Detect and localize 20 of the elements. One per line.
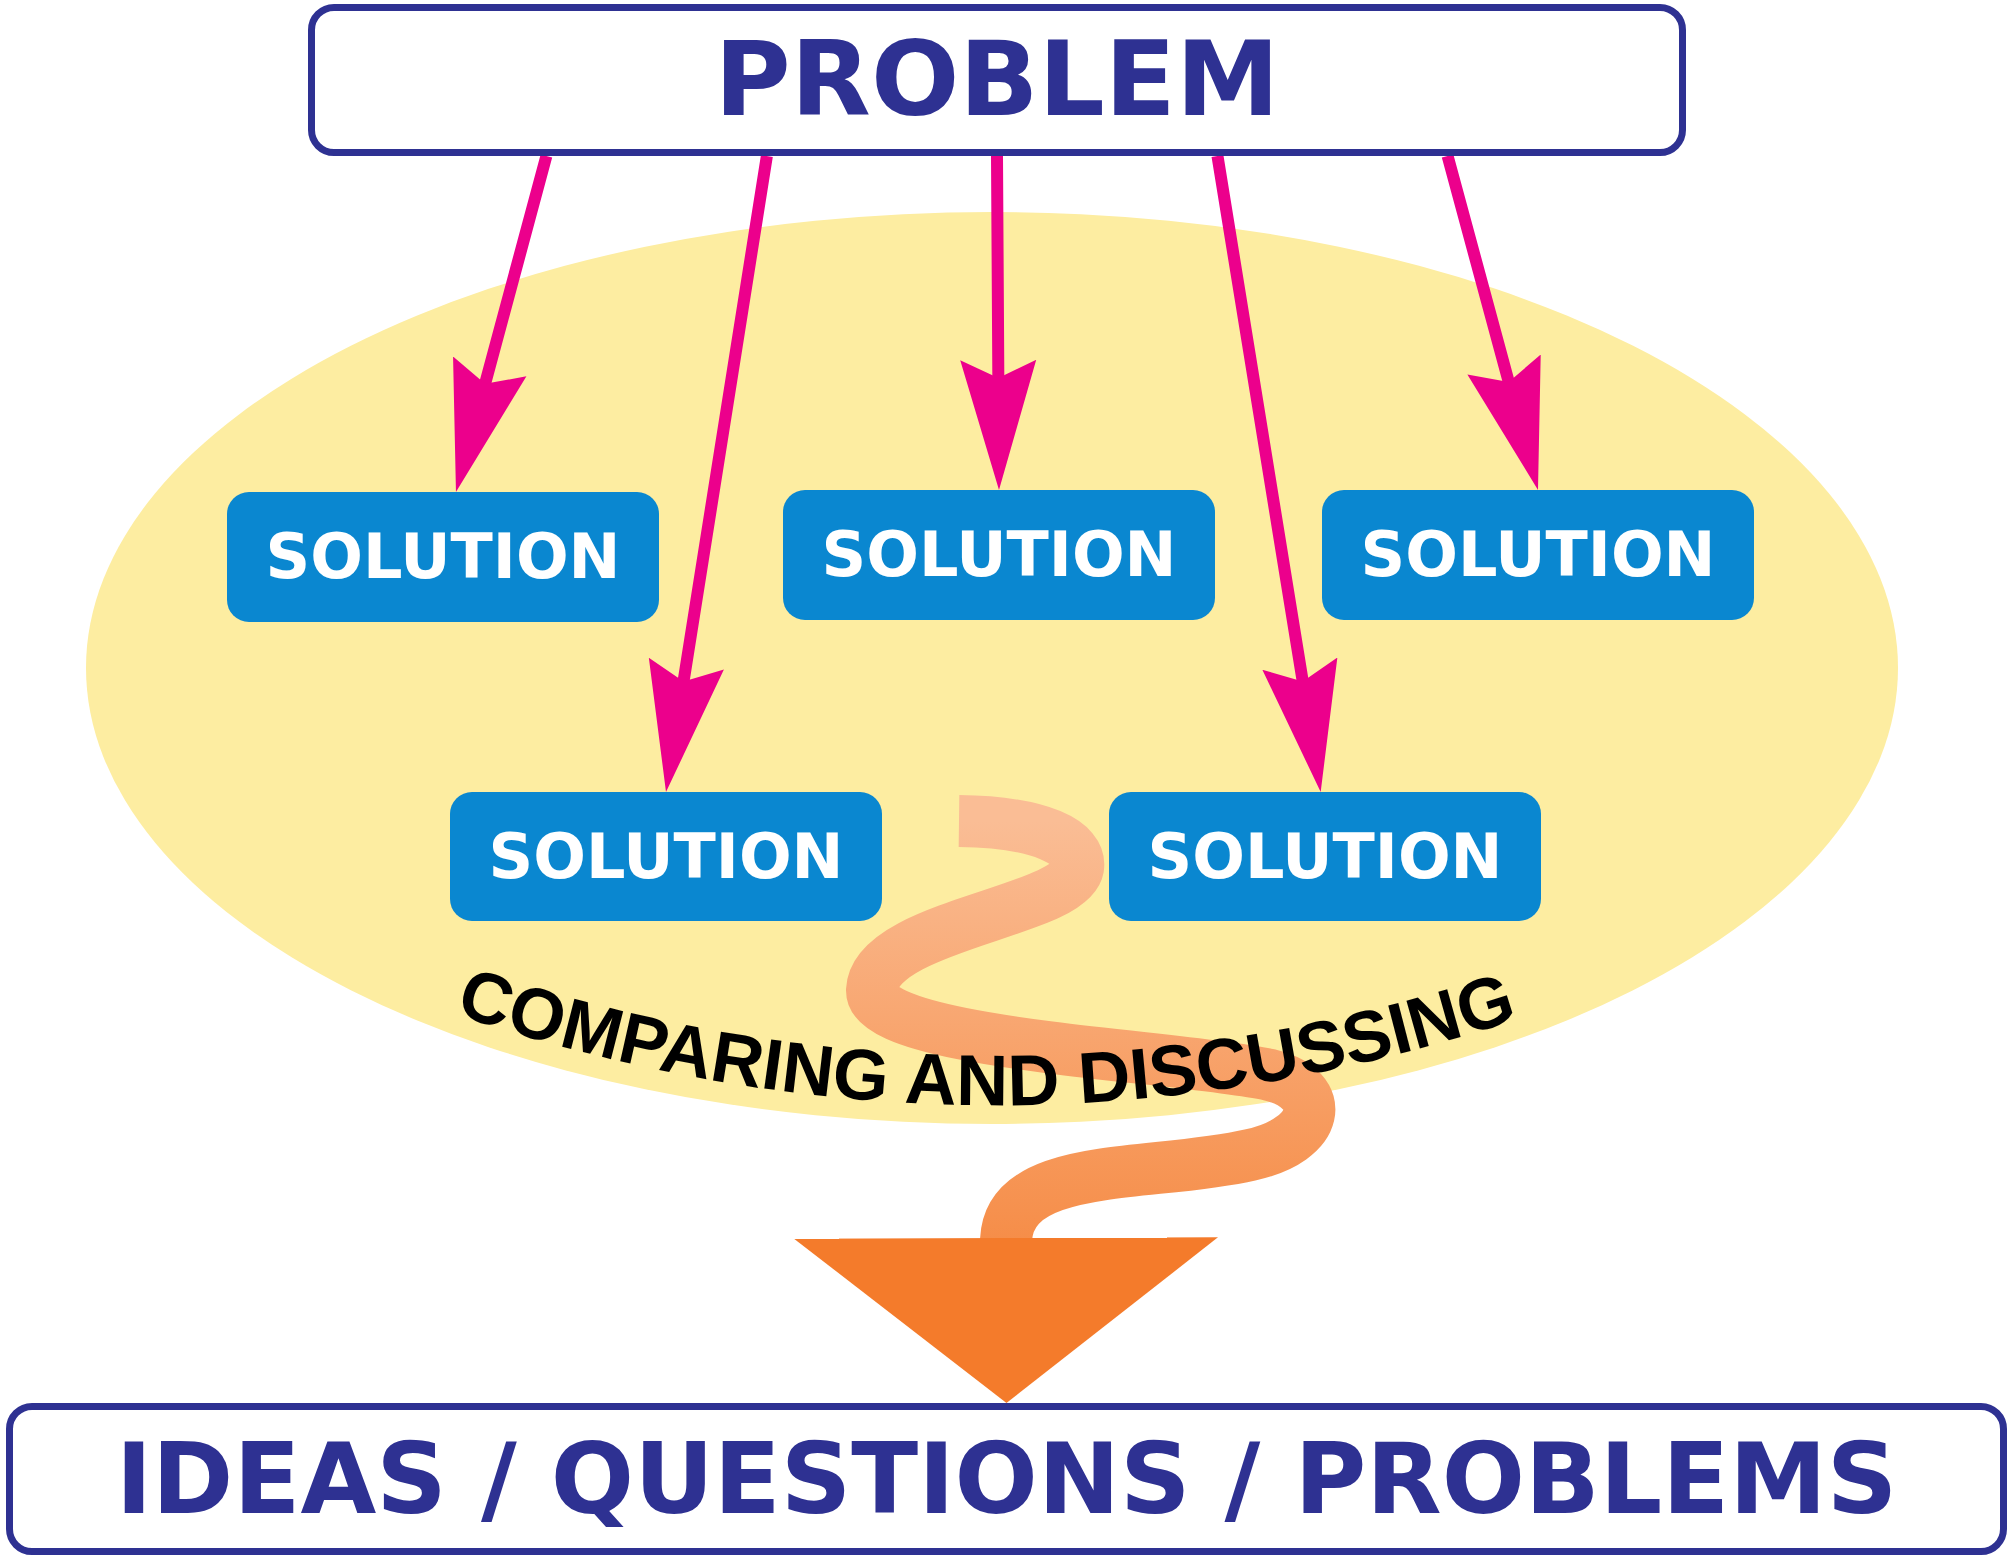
solution-tile	[450, 792, 882, 921]
solution-tile	[1109, 792, 1541, 921]
arrow	[1441, 154, 1544, 492]
tile-label: SOLUTION	[821, 522, 1177, 588]
arrow	[960, 155, 1037, 491]
solution-tile	[783, 490, 1215, 620]
tile-label: SOLUTION	[488, 823, 844, 890]
solution-tile	[227, 492, 659, 622]
tile-label: SOLUTION	[265, 524, 621, 590]
outlined-panel	[308, 4, 1686, 156]
arrow	[648, 155, 773, 793]
outlined-panel	[6, 1403, 2007, 1555]
winding-arrow	[794, 795, 1335, 1404]
solution-tile	[1322, 490, 1754, 620]
panel-heading: IDEAS / QUESTIONS / PROBLEMS	[115, 1427, 1898, 1531]
panel-heading: PROBLEM	[714, 25, 1280, 135]
arrow	[1211, 155, 1338, 793]
tile-label: SOLUTION	[1360, 522, 1716, 588]
tile-label: SOLUTION	[1147, 823, 1503, 890]
arrow	[450, 154, 553, 494]
